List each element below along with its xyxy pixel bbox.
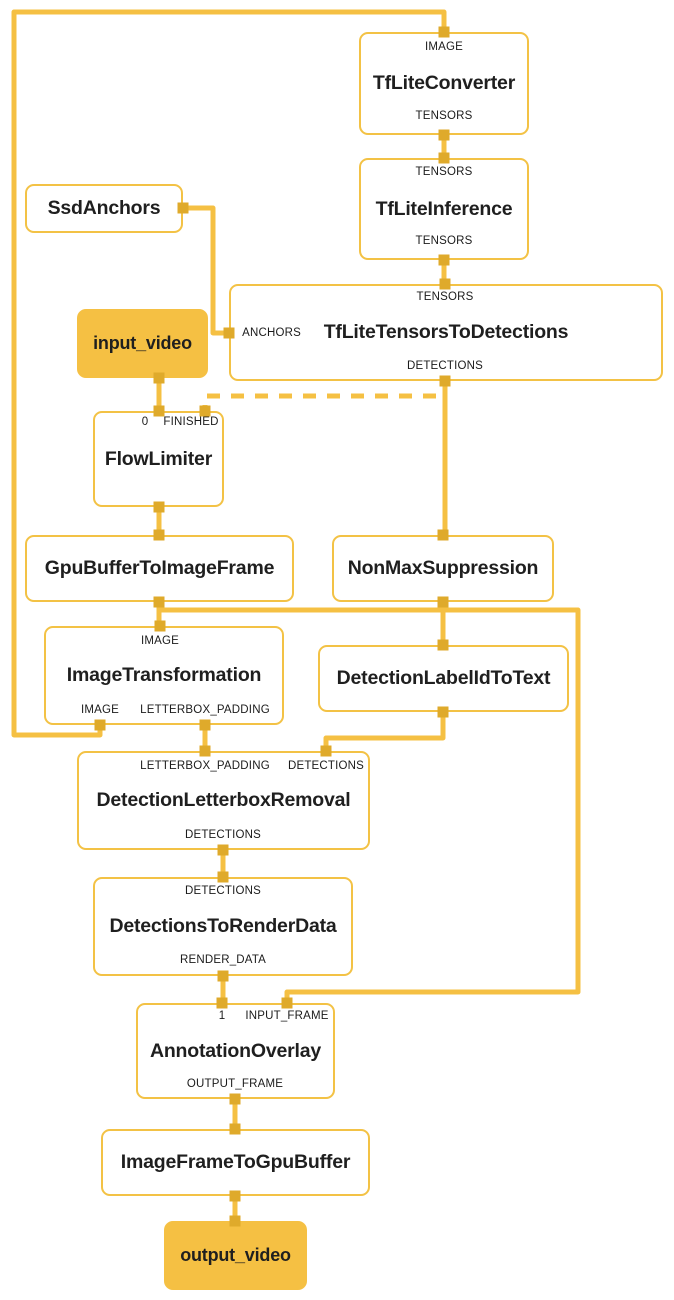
port-nonmaxsuppression-in[interactable]	[437, 529, 449, 541]
node-label-GpuBufferToImageFrame: GpuBufferToImageFrame	[44, 557, 275, 580]
edge-input-video-to-tfliteconverter	[11, 9, 447, 380]
port-label-tflitetensorstodetections-tensors: TENSORS	[416, 291, 474, 303]
node-label-output_video: output_video	[180, 1245, 291, 1266]
port-letterboxremoval-detections-in[interactable]	[320, 745, 332, 757]
port-label-flowlimiter-0: 0	[141, 416, 149, 428]
node-GpuBufferToImageFrame[interactable]: GpuBufferToImageFrame	[25, 535, 294, 602]
node-FlowLimiter[interactable]: FlowLimiter	[93, 411, 224, 507]
port-imagetransformation-letterbox-out[interactable]	[199, 719, 211, 731]
node-label-ImageTransformation: ImageTransformation	[66, 664, 262, 687]
node-label-DetectionsToRenderData: DetectionsToRenderData	[109, 915, 337, 938]
port-imagetransformation-image-out[interactable]	[94, 719, 106, 731]
port-tfliteconverter-tensors-out[interactable]	[438, 129, 450, 141]
port-gpubuffertoimageframe-out[interactable]	[153, 596, 165, 608]
port-label-tfliteinference-tensors: TENSORS	[415, 235, 473, 247]
node-TfLiteInference[interactable]: TfLiteInference	[359, 158, 529, 260]
port-flowlimiter-finished-in[interactable]	[199, 405, 211, 417]
port-label-imagetransformation-image: IMAGE	[80, 704, 120, 716]
port-nonmaxsuppression-out[interactable]	[437, 596, 449, 608]
node-ImageFrameToGpuBuffer[interactable]: ImageFrameToGpuBuffer	[101, 1129, 370, 1196]
port-gpubuffertoimageframe-in[interactable]	[153, 529, 165, 541]
edge-ssdanchors-to-anchors	[183, 205, 229, 336]
port-label-detectionstorenderdata-detections: DETECTIONS	[184, 885, 262, 897]
port-label-tfliteconverter-image: IMAGE	[424, 41, 464, 53]
port-letterboxremoval-det-out[interactable]	[217, 844, 229, 856]
port-flowlimiter-0-in[interactable]	[153, 405, 165, 417]
port-input-video-out[interactable]	[153, 372, 165, 384]
node-input_video[interactable]: input_video	[77, 309, 208, 378]
port-label-detectionletterboxremoval-detections: DETECTIONS	[184, 829, 262, 841]
port-detectionlabelidtotext-in[interactable]	[437, 639, 449, 651]
port-annotationoverlay-out[interactable]	[229, 1093, 241, 1105]
port-detectionstorenderdata-out[interactable]	[217, 970, 229, 982]
port-label-tflitetensorstodetections-detections: DETECTIONS	[406, 360, 484, 372]
node-label-NonMaxSuppression: NonMaxSuppression	[347, 557, 539, 580]
port-tflitetensorstodetections-anchors-in[interactable]	[223, 327, 235, 339]
node-AnnotationOverlay[interactable]: AnnotationOverlay	[136, 1003, 335, 1099]
node-output_video[interactable]: output_video	[164, 1221, 307, 1290]
node-label-TfLiteConverter: TfLiteConverter	[372, 72, 516, 95]
port-annotationoverlay-1-in[interactable]	[216, 997, 228, 1009]
port-label-tflitetensorstodetections-anchors: ANCHORS	[242, 327, 301, 339]
port-detectionlabelidtotext-out[interactable]	[437, 706, 449, 718]
port-label-imagetransformation-image: IMAGE	[140, 635, 180, 647]
port-annotationoverlay-frame-in[interactable]	[281, 997, 293, 1009]
port-label-annotationoverlay-input-frame: INPUT_FRAME	[245, 1010, 329, 1022]
node-SsdAnchors[interactable]: SsdAnchors	[25, 184, 183, 233]
edge-gpubuffer-to-annotationoverlay	[159, 607, 581, 1003]
port-label-detectionletterboxremoval-detections: DETECTIONS	[287, 760, 365, 772]
port-tfliteinference-tensors-in[interactable]	[438, 152, 450, 164]
port-tfliteconverter-image-in[interactable]	[438, 26, 450, 38]
port-tflitetensorstodetections-det-out[interactable]	[439, 375, 451, 387]
port-label-detectionstorenderdata-render-data: RENDER_DATA	[179, 954, 267, 966]
node-label-input_video: input_video	[93, 333, 192, 354]
port-label-flowlimiter-finished: FINISHED	[163, 416, 219, 428]
port-imageframetogpubuffer-out[interactable]	[229, 1190, 241, 1202]
port-ssdanchors-out[interactable]	[177, 202, 189, 214]
port-label-imagetransformation-letterbox-padding: LETTERBOX_PADDING	[140, 704, 270, 716]
port-label-tfliteinference-tensors: TENSORS	[415, 166, 473, 178]
node-label-SsdAnchors: SsdAnchors	[47, 197, 161, 220]
port-imagetransformation-image-in[interactable]	[154, 620, 166, 632]
port-flowlimiter-out[interactable]	[153, 501, 165, 513]
port-label-annotationoverlay-1: 1	[218, 1010, 226, 1022]
node-label-ImageFrameToGpuBuffer: ImageFrameToGpuBuffer	[120, 1151, 351, 1174]
node-label-TfLiteInference: TfLiteInference	[375, 197, 513, 220]
port-tfliteinference-tensors-out[interactable]	[438, 254, 450, 266]
node-DetectionsToRenderData[interactable]: DetectionsToRenderData	[93, 877, 353, 976]
node-label-DetectionLabelIdToText: DetectionLabelIdToText	[336, 667, 551, 690]
edge-detections-to-flowlimiter-finished	[202, 381, 448, 411]
node-label-DetectionLetterboxRemoval: DetectionLetterboxRemoval	[96, 789, 351, 812]
node-TfLiteConverter[interactable]: TfLiteConverter	[359, 32, 529, 135]
port-detectionstorenderdata-in[interactable]	[217, 871, 229, 883]
node-DetectionLabelIdToText[interactable]: DetectionLabelIdToText	[318, 645, 569, 712]
node-label-TfLiteTensorsToDetections: TfLiteTensorsToDetections	[323, 321, 569, 344]
node-DetectionLetterboxRemoval[interactable]: DetectionLetterboxRemoval	[77, 751, 370, 850]
edge-detectionlabelidtotext-to-letterbox	[323, 712, 446, 751]
port-label-detectionletterboxremoval-letterbox-padding: LETTERBOX_PADDING	[140, 760, 270, 772]
port-label-tfliteconverter-tensors: TENSORS	[415, 110, 473, 122]
node-label-AnnotationOverlay: AnnotationOverlay	[149, 1039, 322, 1062]
port-output-video-in[interactable]	[229, 1215, 241, 1227]
node-NonMaxSuppression[interactable]: NonMaxSuppression	[332, 535, 554, 602]
port-tflitetensorstodetections-tensors-in[interactable]	[439, 278, 451, 290]
port-label-annotationoverlay-output-frame: OUTPUT_FRAME	[186, 1078, 284, 1090]
node-label-FlowLimiter: FlowLimiter	[104, 447, 213, 470]
port-imageframetogpubuffer-in[interactable]	[229, 1123, 241, 1135]
port-letterboxremoval-padding-in[interactable]	[199, 745, 211, 757]
